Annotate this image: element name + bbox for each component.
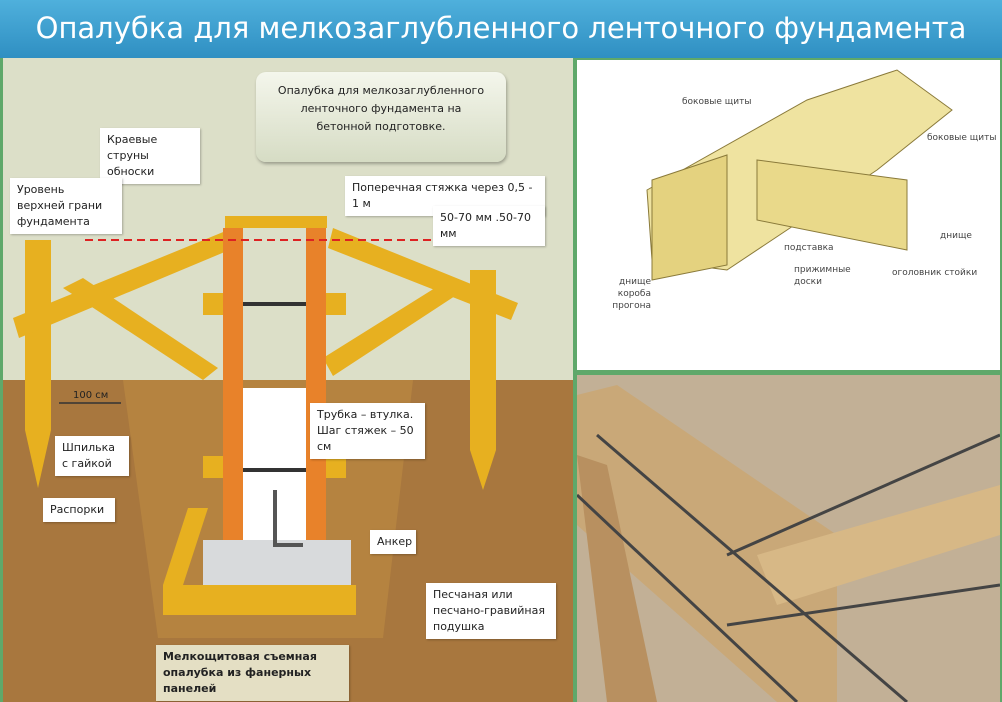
formwork-label: Мелкощитовая съемная опалубка из фанерны…	[156, 645, 349, 701]
tube-label: Трубка – втулка. Шаг стяжек – 50 см	[310, 403, 425, 459]
stand-label: подставка	[784, 243, 834, 253]
side-panels-label-2: боковые щиты	[927, 133, 997, 143]
stud-label: Шпилька с гайкой	[55, 436, 129, 476]
offset-label: 50-70 мм .50-70 мм	[433, 206, 545, 246]
bottom-label: днище	[940, 231, 972, 241]
top-level-label: Уровень верхней грани фундамента	[10, 178, 122, 234]
formwork-photo	[577, 375, 1000, 702]
struts-label: Распорки	[43, 498, 115, 522]
description-bubble: Опалубка для мелкозаглубленного ленточно…	[256, 72, 506, 162]
anchor-label: Анкер	[370, 530, 416, 554]
cushion-label: Песчаная или песчано-гравийная подушка	[426, 583, 556, 639]
formwork-3d-diagram: боковые щиты боковые щиты днище подставк…	[577, 60, 1000, 370]
box-bottom-label: днище короба прогона	[612, 277, 651, 311]
distance-label: 100 см	[73, 390, 109, 401]
clamp-boards-label: прижимные доски	[794, 265, 851, 287]
formwork-3d-drawing	[646, 69, 953, 281]
page-title: Опалубка для мелкозаглубленного ленточно…	[0, 0, 1002, 58]
post-head-label: оголовник стойки	[892, 268, 978, 278]
edge-strings-label: Краевые струны обноски	[100, 128, 200, 184]
formwork-cross-section-diagram: Опалубка для мелкозаглубленного ленточно…	[3, 58, 573, 702]
side-panels-label-1: боковые щиты	[682, 97, 752, 107]
formwork-photo-drawing	[577, 375, 1000, 702]
